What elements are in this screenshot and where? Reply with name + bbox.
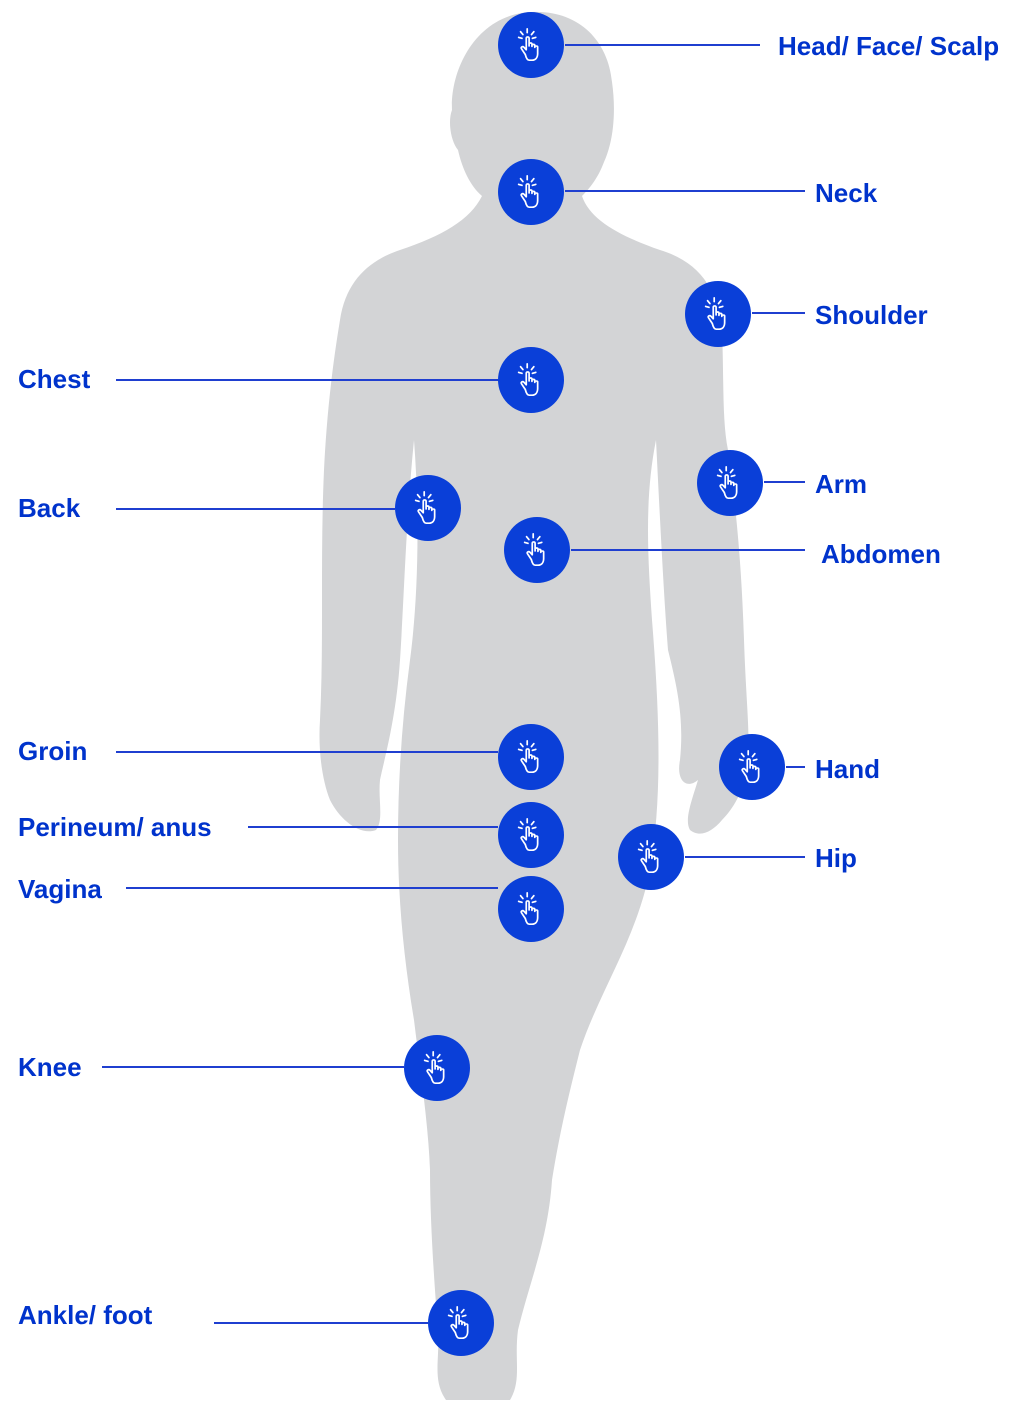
tap-hand-icon (711, 464, 749, 502)
tap-hand-icon (512, 361, 550, 399)
region-label-ankle[interactable]: Ankle/ foot (18, 1302, 152, 1328)
hotspot-vagina[interactable] (498, 876, 564, 942)
leader-line-chest (116, 379, 498, 381)
tap-hand-icon (512, 738, 550, 776)
hotspot-knee[interactable] (404, 1035, 470, 1101)
leader-line-hand (786, 766, 805, 768)
region-label-back[interactable]: Back (18, 495, 80, 521)
region-label-knee[interactable]: Knee (18, 1054, 82, 1080)
tap-hand-icon (512, 26, 550, 64)
hotspot-groin[interactable] (498, 724, 564, 790)
leader-line-knee (102, 1066, 404, 1068)
hotspot-hand[interactable] (719, 734, 785, 800)
hotspot-perineum[interactable] (498, 802, 564, 868)
leader-line-neck (565, 190, 805, 192)
tap-hand-icon (512, 173, 550, 211)
hotspot-neck[interactable] (498, 159, 564, 225)
leader-line-perineum (248, 826, 498, 828)
leader-line-hip (685, 856, 805, 858)
leader-line-head (565, 44, 760, 46)
region-label-perineum[interactable]: Perineum/ anus (18, 814, 212, 840)
tap-hand-icon (409, 489, 447, 527)
leader-line-back (116, 508, 395, 510)
leader-line-ankle (214, 1322, 428, 1324)
region-label-shoulder[interactable]: Shoulder (815, 302, 928, 328)
hotspot-back[interactable] (395, 475, 461, 541)
region-label-head[interactable]: Head/ Face/ Scalp (778, 33, 999, 59)
hotspot-arm[interactable] (697, 450, 763, 516)
region-label-hip[interactable]: Hip (815, 845, 857, 871)
region-label-arm[interactable]: Arm (815, 471, 867, 497)
tap-hand-icon (733, 748, 771, 786)
leader-line-abdomen (571, 549, 805, 551)
region-label-hand[interactable]: Hand (815, 756, 880, 782)
leader-line-vagina (126, 887, 498, 889)
hotspot-abdomen[interactable] (504, 517, 570, 583)
tap-hand-icon (512, 816, 550, 854)
region-label-vagina[interactable]: Vagina (18, 876, 102, 902)
region-label-abdomen[interactable]: Abdomen (821, 541, 941, 567)
tap-hand-icon (632, 838, 670, 876)
tap-hand-icon (418, 1049, 456, 1087)
tap-hand-icon (512, 890, 550, 928)
tap-hand-icon (518, 531, 556, 569)
region-label-chest[interactable]: Chest (18, 366, 90, 392)
hotspot-hip[interactable] (618, 824, 684, 890)
region-label-neck[interactable]: Neck (815, 180, 877, 206)
leader-line-shoulder (752, 312, 805, 314)
hotspot-shoulder[interactable] (685, 281, 751, 347)
hotspot-chest[interactable] (498, 347, 564, 413)
hotspot-ankle[interactable] (428, 1290, 494, 1356)
leader-line-arm (764, 481, 805, 483)
hotspot-head[interactable] (498, 12, 564, 78)
region-label-groin[interactable]: Groin (18, 738, 87, 764)
tap-hand-icon (699, 295, 737, 333)
tap-hand-icon (442, 1304, 480, 1342)
leader-line-groin (116, 751, 498, 753)
